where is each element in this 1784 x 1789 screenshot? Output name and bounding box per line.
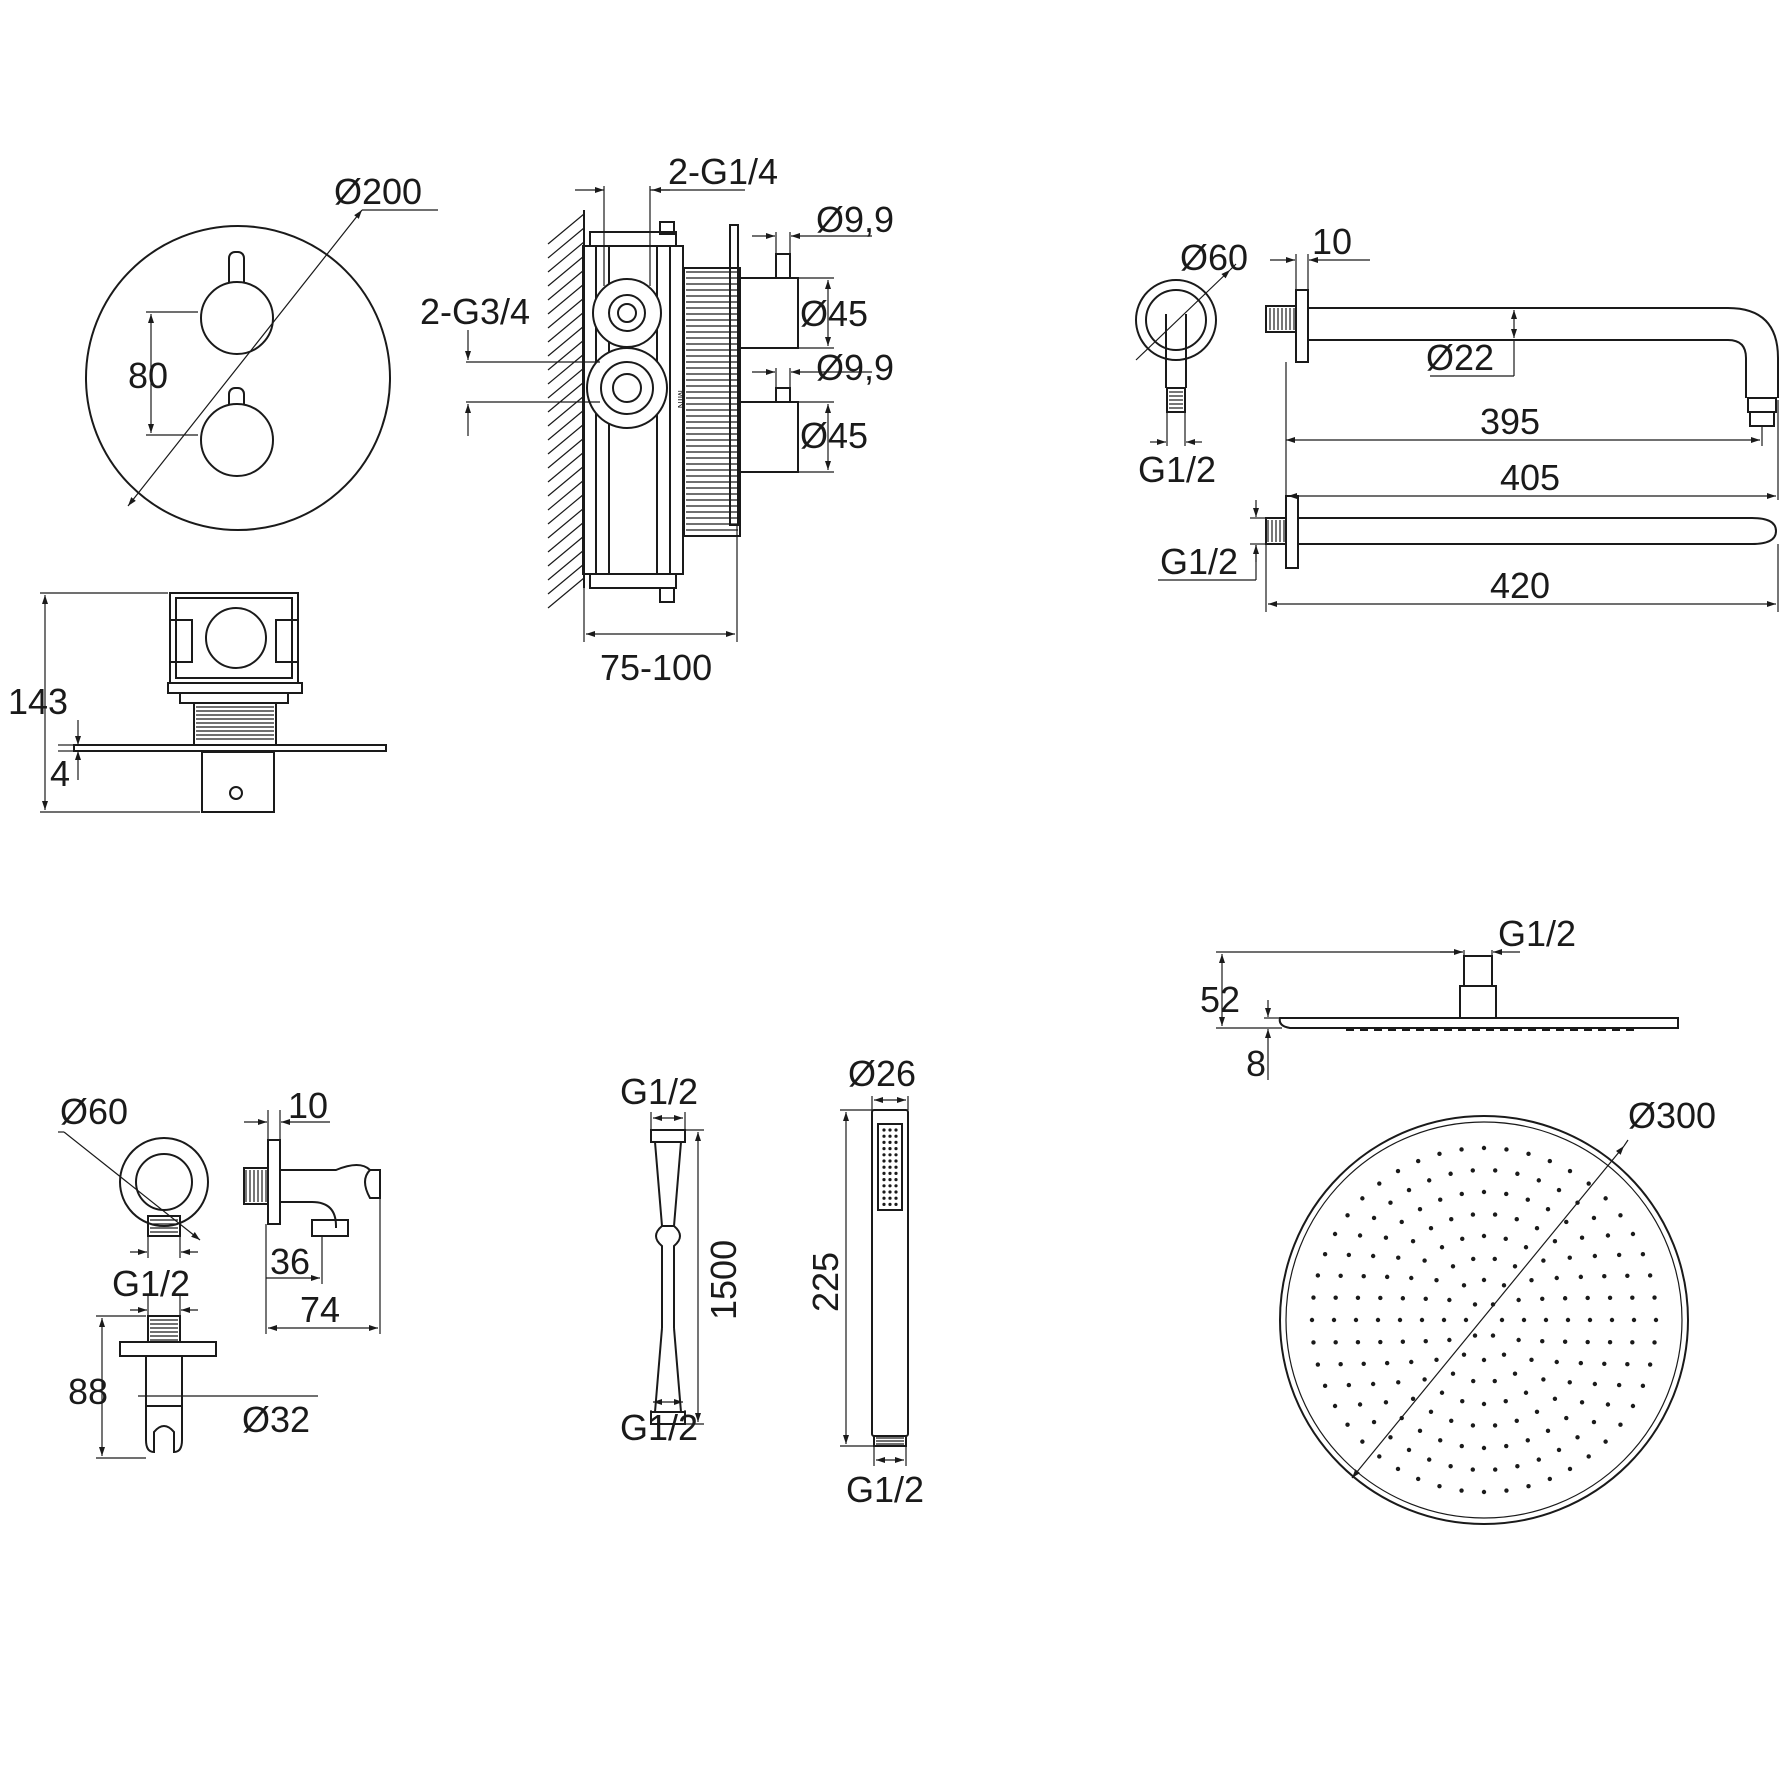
mixer-top-view: 143 4 <box>8 592 387 813</box>
hand-shower: Ø26 225 G1/2 <box>805 1053 924 1510</box>
lower-knob-side <box>737 401 799 473</box>
valve-side-view: MIN 2-G1/4 2-G3/4 75-100 Ø9,9 <box>420 151 894 688</box>
arm-length-395-label: 395 <box>1480 401 1540 442</box>
elbow-flange-side <box>267 1139 281 1225</box>
wall-elbow: Ø60 G1/2 10 36 74 <box>58 1085 381 1334</box>
hose-body <box>655 1225 681 1328</box>
arm-thread-side-label: G1/2 <box>1160 541 1238 582</box>
knob-diameter-2-label: Ø45 <box>800 415 868 456</box>
plate-diameter-label: Ø200 <box>334 171 422 212</box>
holder-flange <box>119 1341 217 1357</box>
handshower-length-label: 225 <box>805 1252 846 1312</box>
head-height-label: 52 <box>1200 979 1240 1020</box>
shower-arm: Ø60 G1/2 10 Ø22 395 405 <box>1135 221 1779 500</box>
shower-holder: 88 Ø32 <box>68 1296 318 1459</box>
arm-flange-diameter-label: Ø60 <box>1180 237 1248 278</box>
arm-flange-thickness-label: 10 <box>1312 221 1352 262</box>
valve-housing <box>169 592 299 684</box>
elbow-offset-label: 36 <box>270 1241 310 1282</box>
inlet-threads-label: 2-G3/4 <box>420 291 530 332</box>
mixer-knob-side <box>201 751 275 813</box>
outlet-port <box>592 278 662 348</box>
upper-handle-knob <box>200 281 274 355</box>
valve-depth-label: 143 <box>8 681 68 722</box>
shower-hose: G1/2 1500 G1/2 <box>620 1071 744 1448</box>
lower-handle-knob <box>200 403 274 477</box>
outlet-threads-label: 2-G1/4 <box>668 151 778 192</box>
arm-length-405-label: 405 <box>1500 457 1560 498</box>
valve-thread <box>193 702 277 746</box>
head-connector <box>1463 955 1493 987</box>
handle-diameter-1-label: Ø9,9 <box>816 199 894 240</box>
holder-height-label: 88 <box>68 1371 108 1412</box>
shower-arm-top-view: G1/2 420 <box>1158 495 1779 612</box>
head-thickness-label: 8 <box>1246 1043 1266 1084</box>
upper-knob-side <box>737 277 799 349</box>
hose-thread-top-label: G1/2 <box>620 1071 698 1112</box>
hose-length-label: 1500 <box>703 1240 744 1320</box>
holder-cradle <box>145 1406 183 1454</box>
head-thread-label: G1/2 <box>1498 913 1576 954</box>
handshower-diameter-label: Ø26 <box>848 1053 916 1094</box>
elbow-flange-diameter-label: Ø60 <box>60 1091 128 1132</box>
elbow-body <box>280 1164 381 1199</box>
shower-head-front-view: Ø300 <box>1279 1095 1716 1525</box>
hose-top-fitting <box>653 1141 683 1227</box>
knob-diameter-1-label: Ø45 <box>800 293 868 334</box>
cover-plate-edge <box>729 224 739 526</box>
hose-thread-bottom-label: G1/2 <box>620 1407 698 1448</box>
shower-head-side-view: G1/2 52 8 <box>1200 913 1679 1084</box>
arm-length-420-label: 420 <box>1490 565 1550 606</box>
inlet-port <box>586 347 668 429</box>
elbow-thread-label: G1/2 <box>112 1263 190 1304</box>
head-diameter-label: Ø300 <box>1628 1095 1716 1136</box>
handle-diameter-2-label: Ø9,9 <box>816 347 894 388</box>
arm-flange-front <box>1135 279 1217 361</box>
handshower-thread-label: G1/2 <box>846 1469 924 1510</box>
plate-thickness-label: 4 <box>50 753 70 794</box>
handle-spacing-label: 80 <box>128 355 168 396</box>
holder-diameter-label: Ø32 <box>242 1399 310 1440</box>
head-plate-front <box>1279 1115 1689 1525</box>
arm-tube <box>1308 307 1779 398</box>
arm-thread-left-label: G1/2 <box>1138 449 1216 490</box>
arm-flange-side <box>1295 289 1309 363</box>
head-nozzles <box>1309 1145 1659 1495</box>
valve-marking: MIN <box>675 390 686 408</box>
elbow-flange-thickness-label: 10 <box>288 1085 328 1126</box>
mixer-front-view: 80 Ø200 <box>85 171 438 531</box>
hose-bottom-fitting <box>653 1327 683 1413</box>
elbow-flange-front <box>119 1137 209 1227</box>
valve-port <box>205 607 267 669</box>
arm-tube-top <box>1298 517 1778 545</box>
head-plate-side <box>1278 1017 1679 1029</box>
wall-depth-label: 75-100 <box>600 647 712 688</box>
elbow-length-label: 74 <box>300 1289 340 1330</box>
arm-tube-diameter-label: Ø22 <box>1426 337 1494 378</box>
